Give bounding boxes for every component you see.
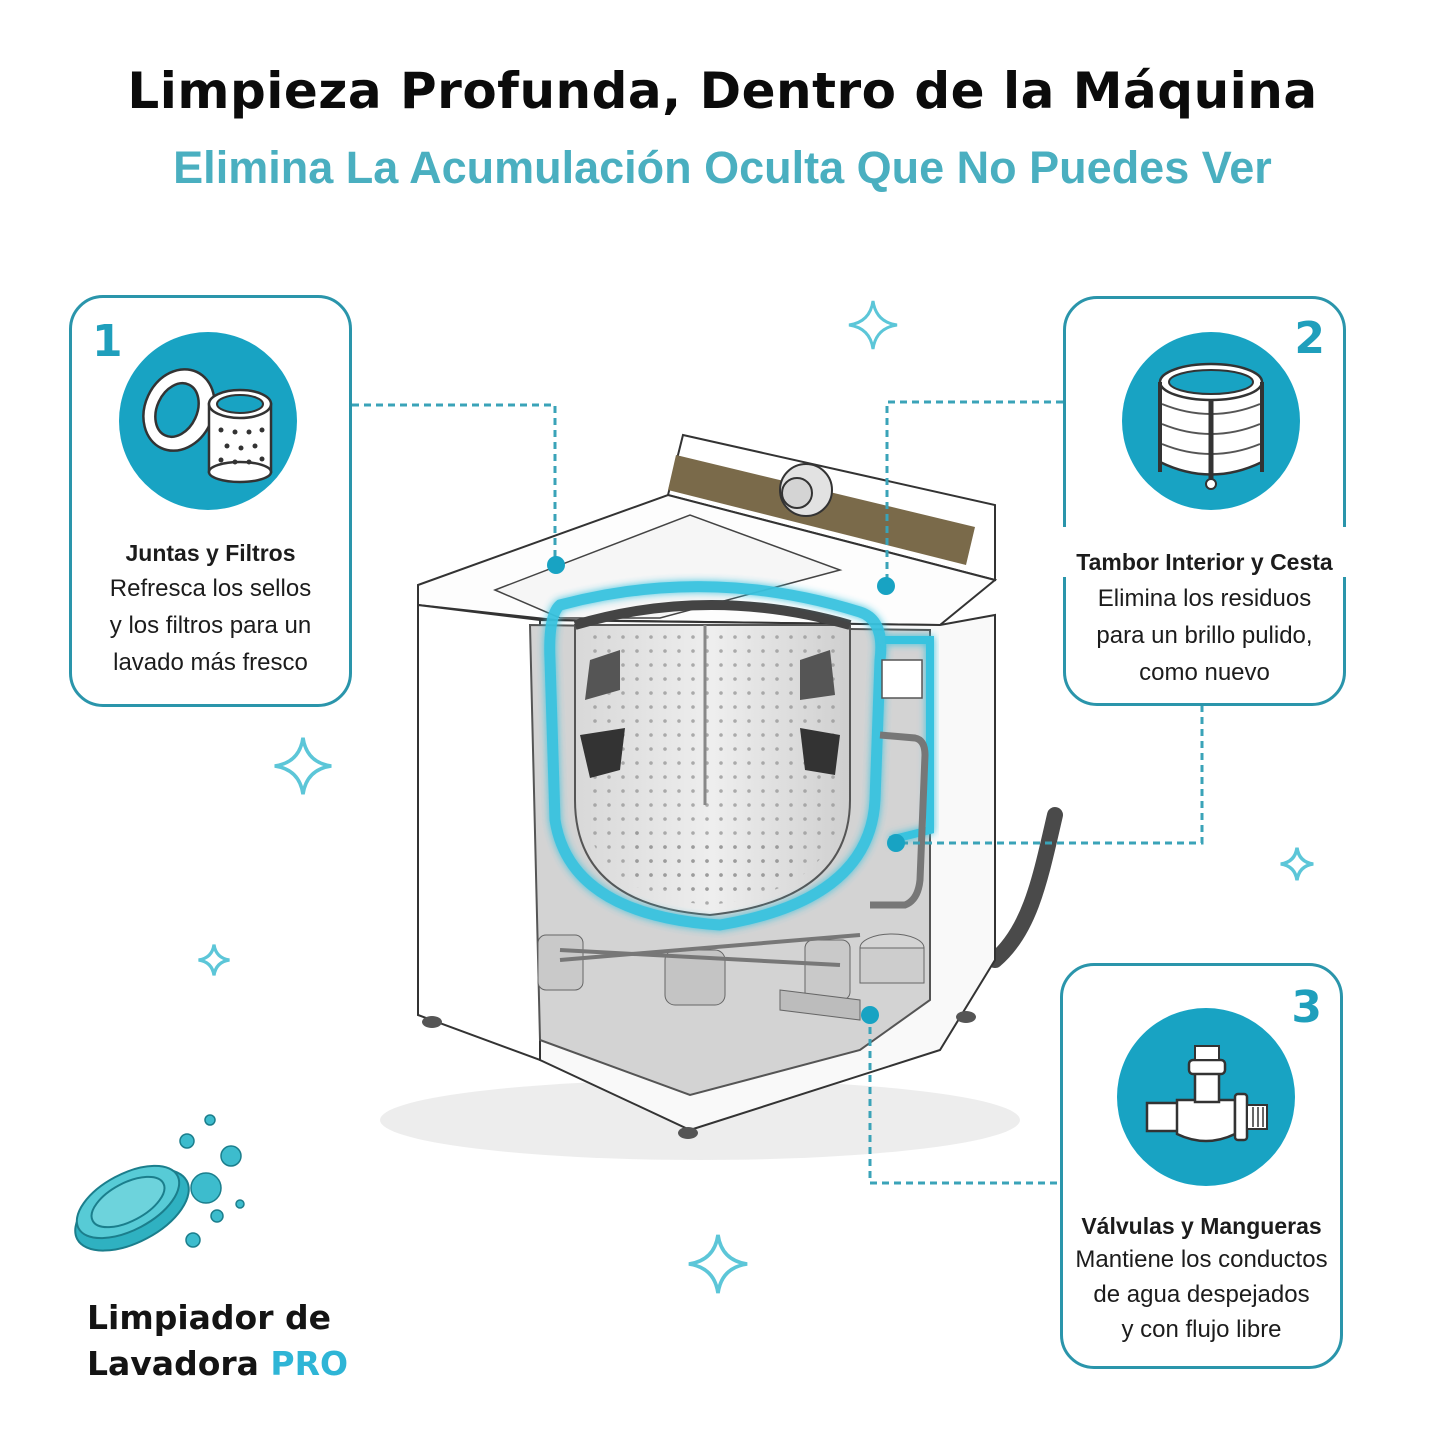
- valve-hose-icon: [1117, 1008, 1295, 1186]
- page-subtitle: Elimina La Acumulación Oculta Que No Pue…: [173, 142, 1272, 193]
- card-number: 1: [92, 316, 123, 367]
- card-number: 2: [1294, 313, 1325, 364]
- card-heading: Válvulas y Mangueras: [1081, 1213, 1322, 1239]
- feature-card-drum-basket: 2 Tambor Interior y Cesta Elimina los re…: [1060, 296, 1349, 706]
- feature-card-gaskets-filters: 1 Juntas y Filtros Refresca los sellos y…: [69, 295, 352, 707]
- sparkle-icon: [274, 737, 332, 795]
- drum-basket-icon: [1122, 332, 1300, 510]
- card-heading: Tambor Interior y Cesta: [1076, 549, 1333, 575]
- sparkle-icon: [1280, 847, 1314, 881]
- gasket-filter-icon: [119, 332, 297, 510]
- cleaner-tablet-icon: [74, 1114, 245, 1252]
- card-number: 3: [1291, 982, 1322, 1033]
- card-description: Mantiene los conductos de agua despejado…: [1075, 1246, 1328, 1343]
- pro-badge: PRO: [270, 1344, 349, 1383]
- card-description: Refresca los sellos y los filtros para u…: [109, 575, 312, 676]
- sparkle-icon: [848, 300, 898, 350]
- feature-card-valves-hoses: 3 Válvulas y Mangueras Mantiene los cond…: [1060, 963, 1343, 1369]
- sparkle-icon: [198, 944, 230, 976]
- card-description: Elimina los residuos para un brillo puli…: [1096, 585, 1313, 686]
- card-heading: Juntas y Filtros: [125, 540, 296, 566]
- page-title: Limpieza Profunda, Dentro de la Máquina: [127, 62, 1318, 120]
- sparkle-icon: [688, 1234, 748, 1294]
- brand-name: Limpiador de Lavadora PRO: [87, 1298, 349, 1383]
